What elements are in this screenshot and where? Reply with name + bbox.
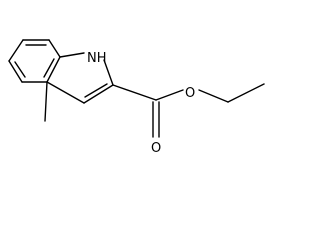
bond-c5-c4 — [8, 60, 23, 83]
molecule-diagram: NH O O — [8, 39, 265, 155]
atom-label-nh: NH — [87, 51, 107, 66]
atom-label-o-ester: O — [185, 86, 195, 101]
bond-c2-c3-inner — [84, 83, 108, 98]
bond-c7a-c7 — [48, 39, 61, 58]
atom-label-o-carbonyl: O — [151, 141, 161, 155]
bond-o-ch2 — [198, 89, 229, 103]
bond-carbonyl-o-ester — [155, 89, 184, 101]
benzene-ring — [8, 39, 61, 83]
bond-n1-c2 — [103, 59, 114, 86]
bond-c3a-c7a — [46, 56, 61, 83]
bond-c3-c3a — [46, 81, 85, 104]
pyrrole-ring — [46, 52, 114, 104]
bond-c3a-c7a-inner — [43, 58, 55, 78]
methyl-bond — [44, 81, 48, 122]
structure-canvas: NH O O — [8, 39, 265, 155]
bond-c6-c5 — [8, 39, 24, 62]
bond-c2-carbonyl — [112, 84, 157, 101]
bond-c7a-n1 — [59, 52, 85, 58]
bond-c5-c4-inner — [14, 61, 26, 78]
ester-group — [112, 83, 265, 138]
bond-ch2-ch3 — [227, 83, 265, 103]
bond-c2-c3 — [83, 84, 114, 104]
